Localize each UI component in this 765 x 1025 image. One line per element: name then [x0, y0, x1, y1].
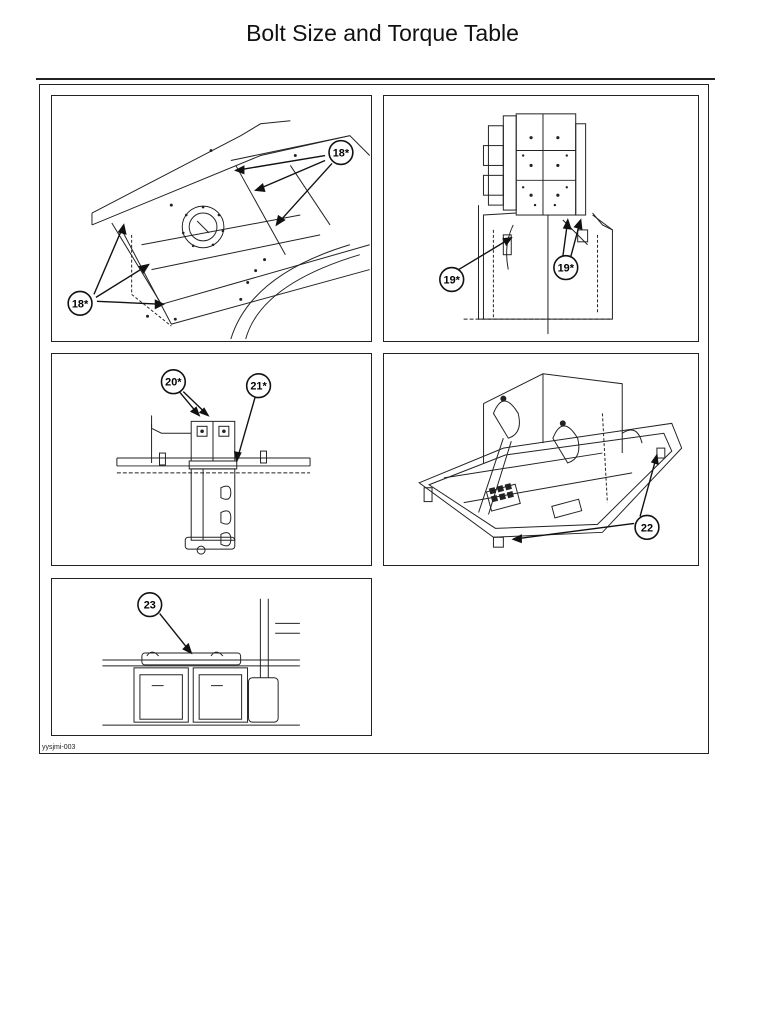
battery-assembly-illustration: 23 — [102, 592, 300, 726]
callout-label: 20* — [165, 377, 182, 389]
figure-frame — [39, 84, 709, 754]
title-divider — [36, 78, 715, 80]
figure-id-label: yysjmi-003 — [42, 744, 76, 751]
callout-label: 23 — [144, 600, 156, 612]
callout-label: 18* — [333, 148, 350, 160]
figure-panel-3: 20* 21* — [51, 353, 372, 566]
figure-panel-5: 23 — [51, 578, 372, 736]
page-title: Bolt Size and Torque Table — [246, 20, 519, 46]
figure-panel-4: 22 — [383, 353, 699, 566]
callout-label: 21* — [250, 381, 267, 393]
callout-label: 22 — [641, 522, 653, 534]
callout-label: 19* — [558, 263, 575, 275]
callout-label: 19* — [444, 274, 461, 286]
callout-label: 18* — [72, 298, 89, 310]
swivel-joint-illustration: 20* 21* — [116, 369, 311, 555]
figure-panel-2: 19* 19* — [383, 95, 699, 342]
cab-floor-illustration: 22 — [418, 373, 683, 548]
frame-illustration: 18* 18* — [67, 120, 371, 340]
figure-panel-1: 18* 18* — [51, 95, 372, 342]
valve-block-illustration: 19* 19* — [439, 113, 613, 335]
